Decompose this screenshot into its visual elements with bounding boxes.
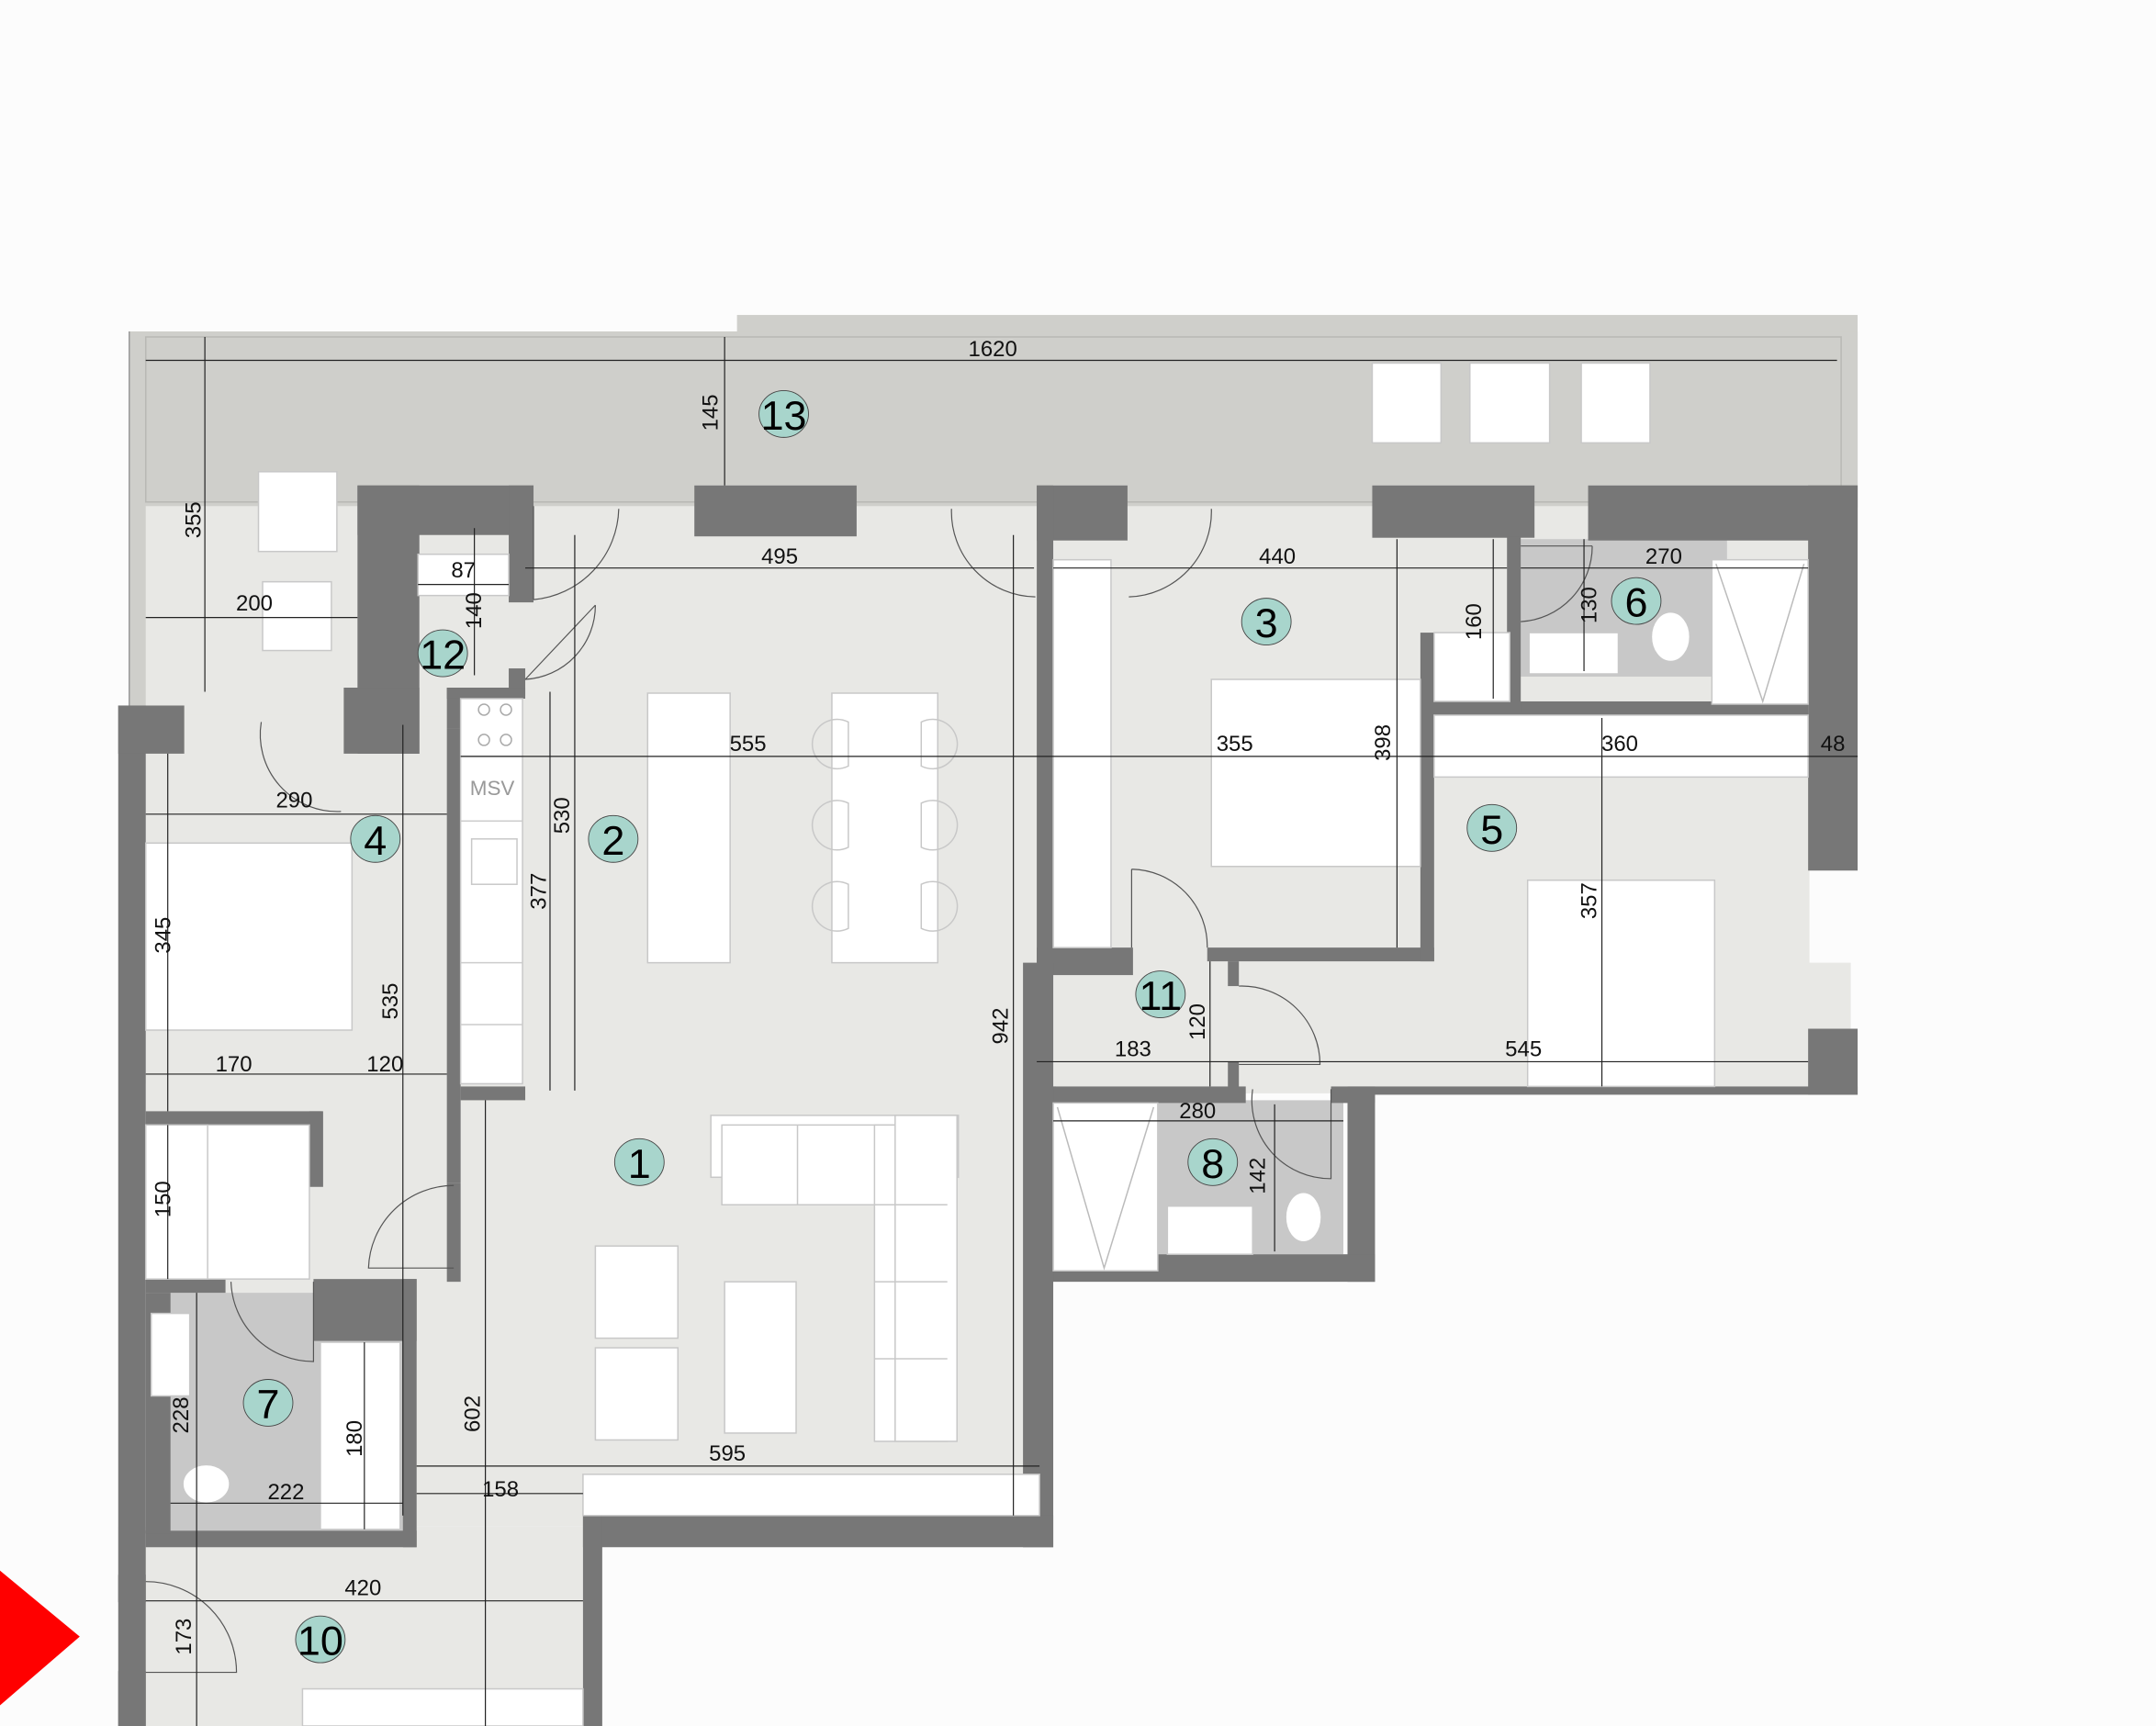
dimension-labels: 1620 145 355 200 87 140 495 440 270 130 … [152, 337, 1846, 1655]
dim-room4-split-b: 120 [366, 1052, 403, 1077]
doors [145, 506, 1593, 1674]
dim-entry-depth: 173 [172, 1619, 197, 1655]
dim-room3-width: 440 [1259, 544, 1296, 569]
dimension-lines [145, 337, 1858, 1726]
dim-terrace-depth: 145 [699, 394, 724, 431]
dim-wall-48: 48 [1821, 732, 1846, 757]
walls [118, 485, 1858, 1726]
svg-text:11: 11 [1140, 972, 1183, 1019]
dim-bath7-depth: 228 [169, 1396, 194, 1433]
room-badges: 13 12 3 6 2 4 5 11 8 1 7 10 [242, 389, 1662, 1664]
svg-text:13: 13 [761, 392, 807, 439]
dim-living-depth: 942 [989, 1008, 1014, 1045]
dim-storage12-depth: 140 [462, 592, 487, 629]
dim-hall-158: 158 [482, 1477, 519, 1502]
msv-label: MSV [470, 777, 515, 800]
dim-bath8-width: 280 [1179, 1099, 1216, 1124]
dim-bath8-depth: 142 [1246, 1158, 1271, 1194]
dim-terrace-left-width: 200 [236, 591, 273, 616]
svg-text:12: 12 [420, 632, 466, 678]
dim-kitchen-dining-width: 555 [730, 732, 767, 757]
room-badge-11[interactable]: 11 [1135, 970, 1186, 1019]
dim-living-top: 495 [761, 544, 798, 569]
room-badge-3[interactable]: 3 [1241, 598, 1292, 646]
room-badge-7[interactable]: 7 [242, 1379, 294, 1428]
svg-text:3: 3 [1255, 600, 1278, 646]
room-badge-5[interactable]: 5 [1466, 803, 1518, 853]
dim-room5-depth: 357 [1578, 882, 1602, 919]
svg-text:6: 6 [1624, 579, 1647, 626]
dim-bath6-width: 270 [1645, 544, 1682, 569]
dim-entry-width: 420 [344, 1576, 381, 1601]
room-badge-8[interactable]: 8 [1187, 1138, 1239, 1187]
dim-room4-width: 290 [275, 788, 312, 813]
room-badge-2[interactable]: 2 [588, 814, 639, 864]
room-badge-12[interactable]: 12 [417, 629, 468, 678]
dim-room4-total: 535 [378, 983, 403, 1020]
svg-text:7: 7 [257, 1381, 280, 1428]
room-badge-6[interactable]: 6 [1611, 577, 1662, 626]
svg-text:2: 2 [601, 817, 624, 864]
dim-room3-mid-width: 355 [1217, 732, 1253, 757]
dim-bath6-depth: 130 [1578, 587, 1602, 623]
dim-room5-length: 545 [1505, 1037, 1542, 1061]
entry-arrow-icon [0, 1570, 80, 1706]
dim-closet-depth: 160 [1462, 603, 1487, 640]
svg-text:1: 1 [628, 1140, 651, 1187]
dim-counter-length: 377 [526, 873, 551, 910]
dim-room4-depth: 345 [152, 917, 176, 954]
room-badge-1[interactable]: 1 [613, 1138, 665, 1187]
room-badge-10[interactable]: 10 [295, 1615, 346, 1664]
svg-text:4: 4 [364, 817, 387, 864]
furniture [144, 362, 1809, 1726]
dim-kitchen-depth: 530 [550, 797, 575, 834]
dim-room3-depth: 398 [1371, 724, 1396, 761]
dim-room5-width: 360 [1601, 732, 1638, 757]
room-badge-13[interactable]: 13 [758, 389, 809, 439]
svg-text:10: 10 [298, 1618, 343, 1664]
dim-hall11-width: 183 [1115, 1037, 1151, 1061]
svg-text:5: 5 [1480, 806, 1503, 853]
dim-bath7-tub: 180 [342, 1420, 367, 1457]
dim-terrace-width: 1620 [969, 337, 1017, 362]
room-badge-4[interactable]: 4 [350, 814, 401, 864]
dim-closet-150: 150 [152, 1181, 176, 1217]
dim-bath7-width: 222 [267, 1480, 304, 1505]
dim-room4-split-a: 170 [216, 1052, 253, 1077]
dim-hall11-depth: 120 [1185, 1003, 1210, 1040]
dim-storage12-width: 87 [451, 558, 476, 583]
dim-living-lower: 602 [461, 1395, 486, 1432]
dim-living-width: 595 [709, 1441, 746, 1466]
dim-terrace-left-depth: 355 [182, 501, 207, 538]
svg-text:8: 8 [1201, 1140, 1224, 1187]
